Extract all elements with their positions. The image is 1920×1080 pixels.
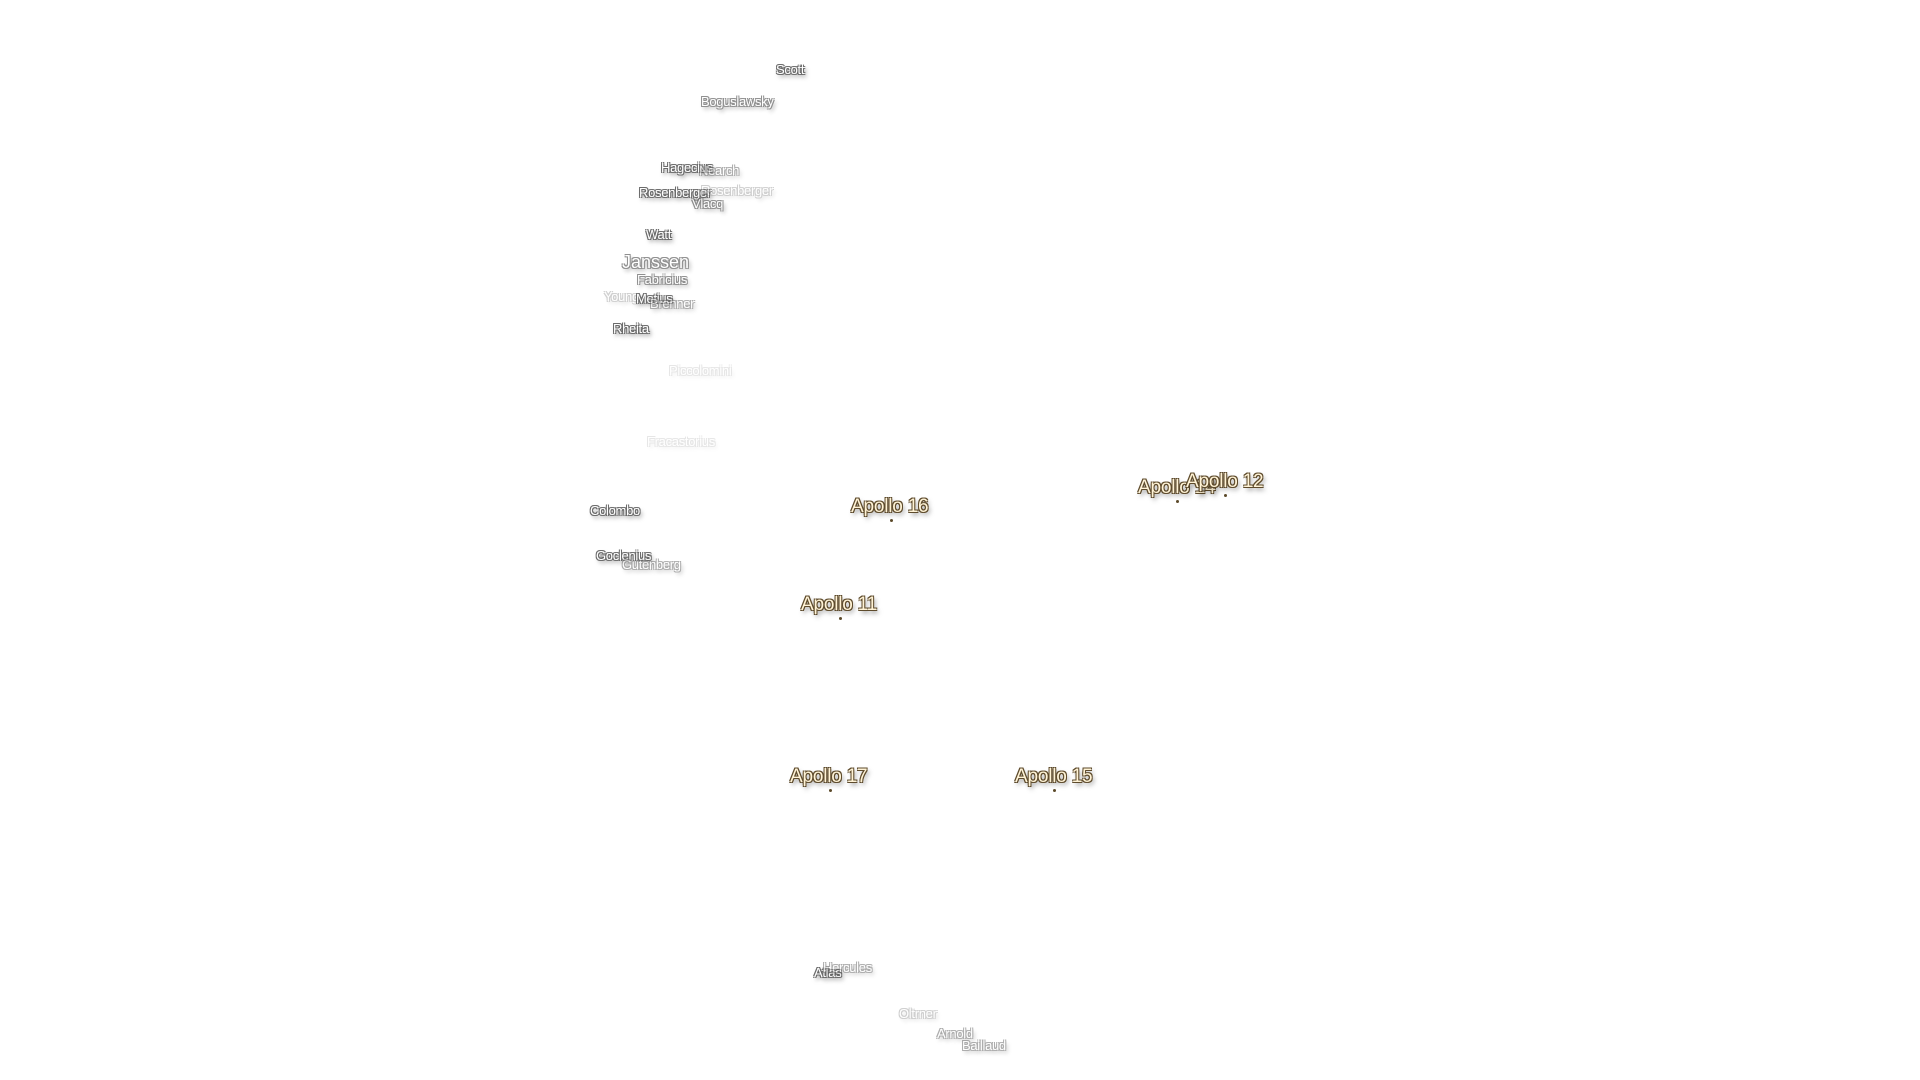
landing-site-marker-apollo-17[interactable] [829,789,832,792]
landing-site-label-apollo-16[interactable]: Apollo 16 [851,496,929,517]
crater-label-atlas[interactable]: Atlas [814,965,842,980]
landing-site-label-apollo-14[interactable]: Apollo 14 [1138,477,1216,498]
landing-site-marker-apollo-14[interactable] [1176,500,1179,503]
crater-label-nearch[interactable]: Nearch [699,163,740,178]
landing-site-marker-apollo-11[interactable] [839,617,842,620]
crater-label-oltrner[interactable]: Oltrner [899,1006,937,1021]
crater-label-faded-2: Fracastorius [647,434,715,449]
crater-label-hercules[interactable]: Hercules [823,960,872,975]
crater-label-rosenberger[interactable]: Rosenberger [639,185,711,200]
landing-site-marker-apollo-16[interactable] [890,519,893,522]
landing-site-label-apollo-17[interactable]: Apollo 17 [790,766,868,787]
crater-label-faded-1: Piccolomini [669,363,732,378]
crater-label-boguslawsky[interactable]: Boguslawsky [701,94,774,109]
crater-label-goclenius[interactable]: Goclenius [596,548,652,563]
crater-label-ghost-1: Rosenberger [701,183,773,198]
landing-site-label-apollo-11[interactable]: Apollo 11 [801,594,878,615]
crater-label-brenner[interactable]: Brenner [650,296,695,311]
crater-label-watt[interactable]: Watt [646,227,672,242]
crater-label-janssen[interactable]: Janssen [622,252,690,272]
landing-site-label-apollo-12[interactable]: Apollo 12 [1186,471,1264,492]
landing-site-marker-apollo-15[interactable] [1053,789,1056,792]
crater-label-young[interactable]: Young [604,289,639,304]
crater-label-gutenberg[interactable]: Gutenberg [622,557,681,572]
crater-label-fabricius[interactable]: Fabricius [637,272,688,287]
crater-label-scott[interactable]: Scott [776,62,805,77]
landing-site-label-apollo-15[interactable]: Apollo 15 [1015,766,1093,787]
crater-label-vlacq[interactable]: Vlacq [692,196,724,211]
crater-label-metius[interactable]: Metius [636,291,673,306]
crater-label-arnold[interactable]: Arnold [937,1026,973,1041]
crater-label-hagecius[interactable]: Hagecius [661,160,713,175]
landing-site-marker-apollo-12[interactable] [1224,494,1227,497]
crater-label-colombo[interactable]: Colombo [590,503,640,518]
crater-label-rheita[interactable]: Rheita [613,321,649,336]
crater-label-baillaud[interactable]: Baillaud [962,1038,1006,1053]
